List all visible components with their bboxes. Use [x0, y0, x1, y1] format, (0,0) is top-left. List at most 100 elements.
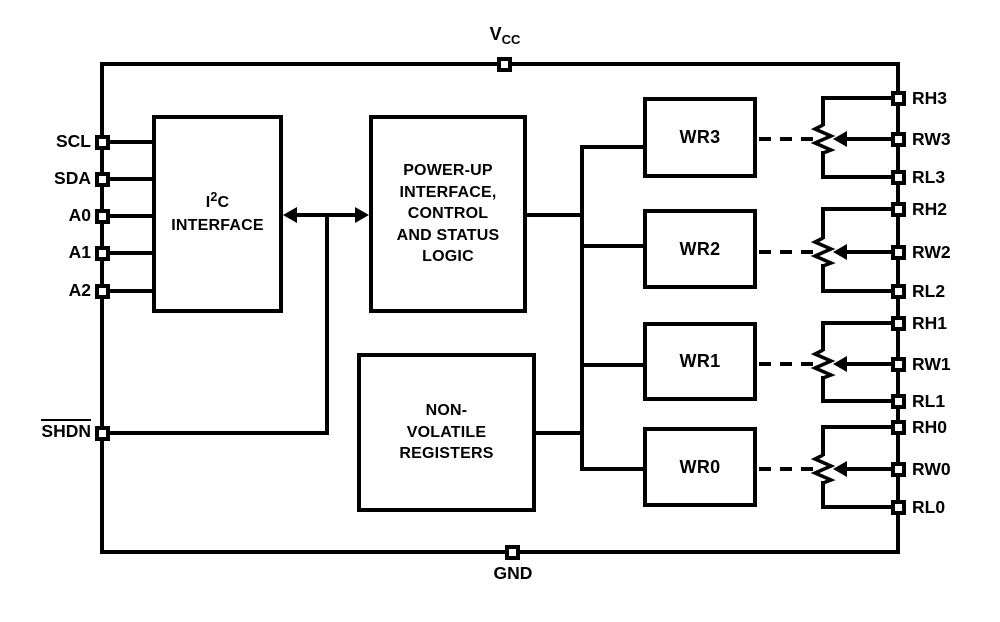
wire-rh1 — [821, 321, 898, 325]
rl0-pin-square — [891, 500, 906, 515]
wiper0-arrow-line — [845, 467, 898, 471]
wiper2-arrow-line — [845, 250, 898, 254]
vcc-label-subscript: CC — [501, 32, 521, 47]
sda-pin-label: SDA — [54, 168, 91, 188]
dashed-link-wr3 — [759, 137, 816, 141]
rh3-pin-label: RH3 — [912, 88, 948, 108]
gnd-pin-square — [505, 545, 520, 560]
control-bus-line — [580, 145, 584, 471]
pot3-body-upper — [821, 96, 825, 126]
wire-rl3 — [821, 175, 898, 179]
powerup-label-line5: LOGIC — [422, 248, 474, 266]
vcc-pin-square — [497, 57, 512, 72]
wiper2-arrowhead-icon — [833, 244, 847, 260]
rh1-pin-label: RH1 — [912, 313, 948, 333]
rl1-pin-label: RL1 — [912, 391, 946, 411]
wr3-block: WR3 — [643, 97, 757, 178]
wr3-label: WR3 — [679, 127, 721, 147]
rh2-pin-label: RH2 — [912, 199, 948, 219]
wire-scl-stub — [102, 140, 152, 144]
pot2-body-lower — [821, 264, 825, 293]
wire-bus-to-wr0 — [582, 467, 643, 471]
resistor-zigzag-icon — [810, 237, 836, 267]
wire-a0-stub — [102, 214, 152, 218]
i2c-interface-block: I2C INTERFACE — [152, 115, 283, 313]
dashed-link-wr2 — [759, 250, 816, 254]
wire-a1-stub — [102, 251, 152, 255]
nonvolatile-registers-block: NON- VOLATILE REGISTERS — [357, 353, 536, 512]
wire-a2-stub — [102, 289, 152, 293]
powerup-label-line4: AND STATUS — [396, 226, 500, 244]
arrowhead-right-icon — [355, 207, 369, 223]
i2c-label-superscript: 2 — [210, 190, 218, 204]
i2c-label-line1: I2C — [205, 190, 230, 215]
shdn-pin-label: SHDN — [0, 419, 91, 442]
wr1-label: WR1 — [679, 351, 721, 371]
shdn-pin-square — [95, 426, 110, 441]
vcc-label: VCC — [474, 24, 536, 47]
powerup-label-line2: INTERFACE, — [399, 183, 497, 201]
shdn-overline-text: SHDN — [41, 419, 91, 441]
rh3-pin-square — [891, 91, 906, 106]
i2c-powerup-arrow-line — [290, 213, 362, 217]
wr0-label: WR0 — [679, 456, 721, 477]
pot1-body-lower — [821, 376, 825, 403]
i2c-label-end: C — [217, 194, 230, 211]
rl0-pin-label: RL0 — [912, 497, 946, 517]
wire-powerup-to-bus — [527, 213, 584, 217]
a1-pin-label: A1 — [68, 242, 91, 262]
wr1-block: WR1 — [643, 322, 757, 401]
wr0-block: WR0 — [643, 427, 757, 507]
rl1-pin-square — [891, 394, 906, 409]
wire-rl0 — [821, 505, 898, 509]
wire-sda-stub — [102, 177, 152, 181]
rw1-pin-label: RW1 — [912, 354, 951, 374]
pot2-body-upper — [821, 207, 825, 239]
rh1-pin-square — [891, 316, 906, 331]
wire-rh2 — [821, 207, 898, 211]
rl2-pin-square — [891, 284, 906, 299]
nv-label-line2: VOLATILE — [406, 423, 487, 441]
rw0-pin-label: RW0 — [912, 459, 951, 479]
scl-pin-square — [95, 135, 110, 150]
rh0-pin-square — [891, 420, 906, 435]
rw2-pin-label: RW2 — [912, 242, 951, 262]
rw0-pin-square — [891, 462, 906, 477]
wiper0-arrowhead-icon — [833, 461, 847, 477]
powerup-control-block: POWER-UP INTERFACE, CONTROL AND STATUS L… — [369, 115, 527, 313]
powerup-label-line3: CONTROL — [407, 205, 489, 223]
dashed-link-wr0 — [759, 467, 816, 471]
pot1-body-upper — [821, 321, 825, 351]
i2c-label-base: I — [205, 194, 211, 211]
rh0-pin-label: RH0 — [912, 417, 948, 437]
wire-rh0 — [821, 425, 898, 429]
wiper3-arrow-line — [845, 137, 898, 141]
wire-bus-to-wr3 — [582, 145, 643, 149]
rl3-pin-label: RL3 — [912, 167, 946, 187]
a1-pin-square — [95, 246, 110, 261]
wire-bus-to-wr2 — [582, 244, 643, 248]
wiper1-arrow-line — [845, 362, 898, 366]
wire-rh3 — [821, 96, 898, 100]
rw2-pin-square — [891, 245, 906, 260]
wr2-label: WR2 — [679, 238, 721, 259]
a0-pin-label: A0 — [68, 205, 91, 225]
wire-rl1 — [821, 399, 898, 403]
scl-pin-label: SCL — [56, 131, 91, 151]
rw3-pin-label: RW3 — [912, 129, 951, 149]
pot3-body-lower — [821, 151, 825, 179]
wire-bus-to-wr1 — [582, 363, 643, 367]
a2-pin-label: A2 — [68, 280, 91, 300]
arrowhead-left-icon — [283, 207, 297, 223]
vcc-label-base: V — [489, 24, 502, 44]
a0-pin-square — [95, 209, 110, 224]
a2-pin-square — [95, 284, 110, 299]
resistor-zigzag-icon — [810, 124, 836, 154]
nv-label-line3: REGISTERS — [399, 445, 494, 463]
wr2-block: WR2 — [643, 209, 757, 289]
sda-pin-square — [95, 172, 110, 187]
rl3-pin-square — [891, 170, 906, 185]
wire-nv-to-bus — [536, 431, 584, 435]
wire-rl2 — [821, 289, 898, 293]
powerup-label-line1: POWER-UP — [403, 162, 493, 180]
